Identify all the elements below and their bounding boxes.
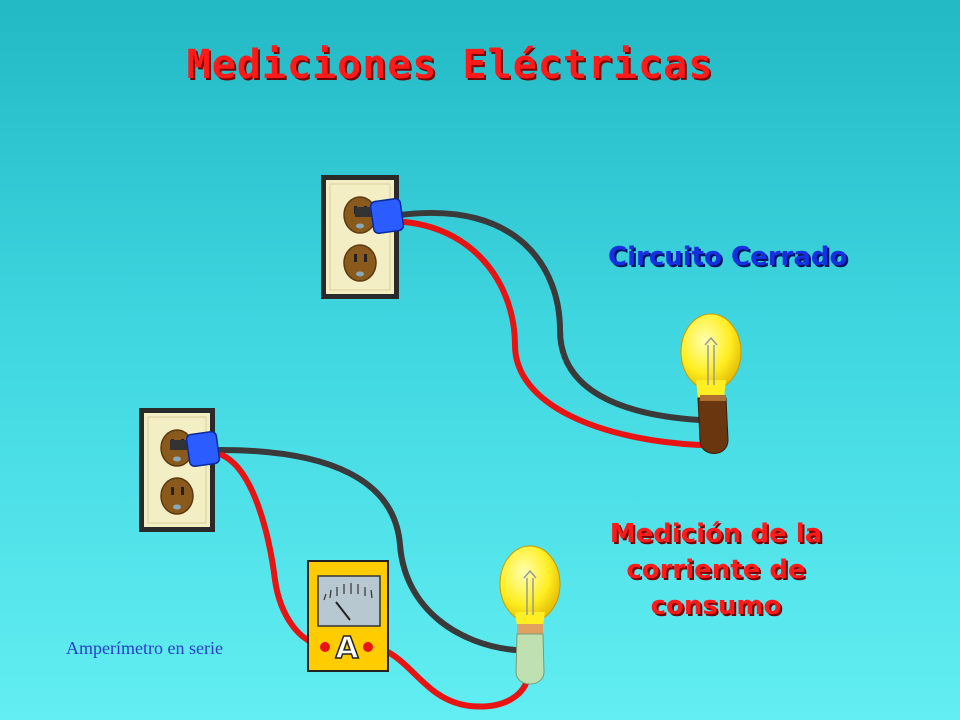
plug-icon-bottom bbox=[170, 430, 221, 468]
ammeter-letter: A bbox=[335, 631, 359, 666]
measurement-label-line1: Medición de la bbox=[609, 519, 823, 549]
light-bulb-icon-top bbox=[680, 313, 742, 454]
circuit-closed-label: Circuito Cerrado bbox=[608, 242, 848, 272]
ammeter-note: Amperímetro en serie bbox=[66, 638, 223, 658]
ammeter-icon bbox=[307, 560, 389, 672]
wire-dark-bottom bbox=[217, 447, 518, 653]
outlet-socket-icon bbox=[343, 244, 377, 282]
outlet-icon-bottom bbox=[139, 408, 215, 532]
wire-red-bottom-left bbox=[219, 452, 328, 648]
wire-dark-top bbox=[397, 210, 703, 423]
wire-red-bottom-right bbox=[365, 643, 530, 710]
light-bulb-icon-bottom bbox=[499, 545, 561, 685]
page-title: Mediciones Eléctricas bbox=[186, 42, 714, 88]
measurement-label-line3: consumo bbox=[650, 591, 782, 621]
measurement-label: Medición de la corriente de consumo bbox=[566, 516, 866, 624]
outlet-socket-icon bbox=[160, 477, 194, 515]
measurement-label-line2: corriente de bbox=[626, 555, 806, 585]
plug-icon-top bbox=[355, 197, 405, 235]
outlet-icon-top bbox=[321, 175, 399, 299]
wire-red-top bbox=[402, 219, 703, 448]
